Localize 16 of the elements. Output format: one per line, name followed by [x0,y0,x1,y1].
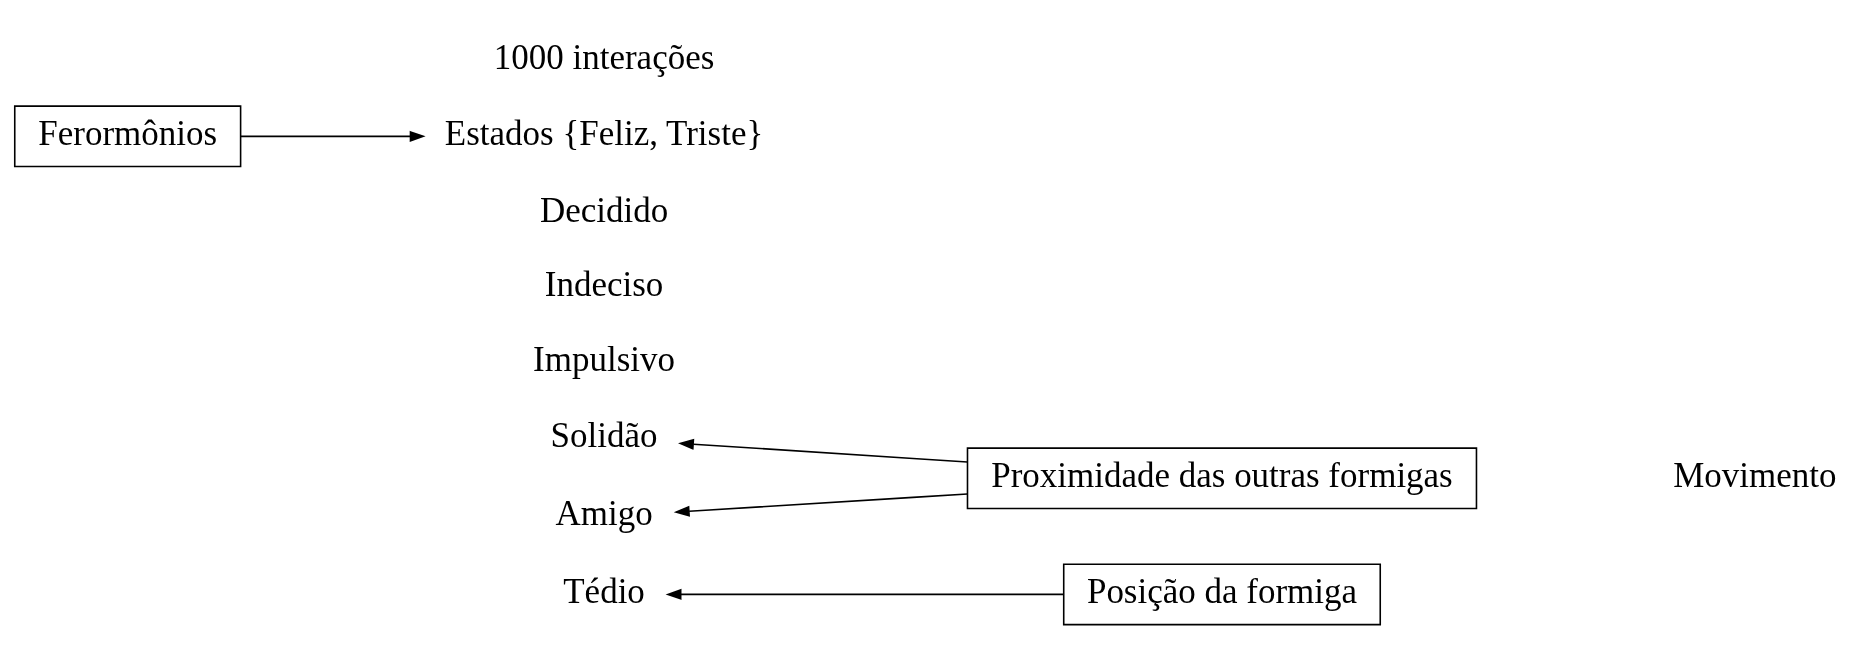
arrow [240,130,426,142]
node-box: Proximidade das outras formigas [966,446,1478,509]
node-box: Ferormônios [13,104,242,167]
arrow [665,588,1065,600]
label: 1000 interações [493,37,715,77]
label: Impulsivo [533,339,675,379]
node-text: Amigo [555,493,653,533]
label: Indeciso [544,264,664,304]
node-text: Tédio [563,571,645,611]
arrow [678,438,969,463]
arrow [673,492,969,517]
label: Movimento [1673,455,1837,495]
label: Decidido [539,190,669,230]
node-box: Posição da formiga [1062,562,1382,625]
node-text: Estados {Feliz, Triste} [444,113,764,153]
node-text: Solidão [550,415,658,455]
